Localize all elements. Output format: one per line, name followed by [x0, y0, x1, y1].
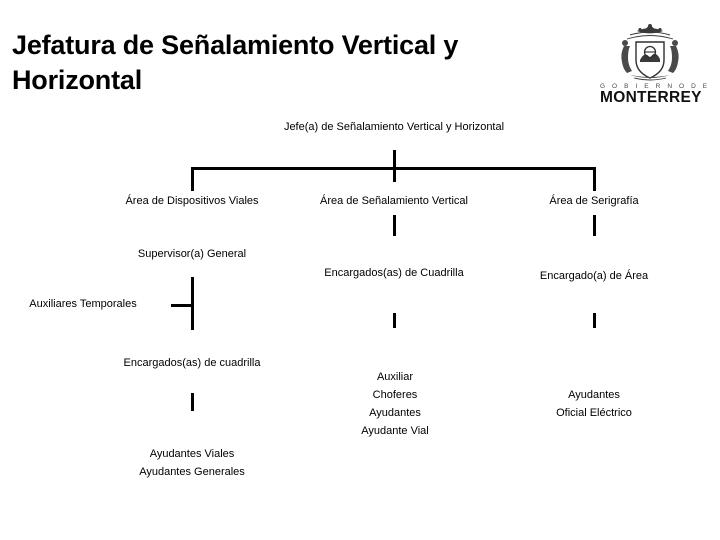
node-auxiliar: Auxiliar: [376, 371, 414, 383]
logo-wordmark: MONTERREY: [600, 89, 702, 106]
coat-of-arms-icon: [621, 24, 679, 81]
monterrey-logo: G O B I E R N O D E MONTERREY: [600, 22, 710, 110]
node-choferes: Choferes: [372, 389, 418, 401]
node-area-serigrafia: Área de Serigrafía: [549, 195, 639, 207]
connector-bracket-bar: [191, 167, 596, 170]
connector-auxiliares-temporales-stub: [171, 304, 192, 307]
node-area-senalamiento-vertical: Área de Señalamiento Vertical: [320, 195, 468, 207]
node-root: Jefe(a) de Señalamiento Vertical y Horiz…: [283, 121, 505, 133]
node-encargados-cuadrilla-izquierda: Encargados(as) de cuadrilla: [123, 357, 261, 369]
node-ayudantes-generales: Ayudantes Generales: [139, 466, 245, 478]
connector-serigrafia-stub: [593, 215, 596, 236]
node-supervisor-general: Supervisor(a) General: [137, 248, 247, 260]
node-ayudantes-viales: Ayudantes Viales: [149, 448, 235, 460]
connector-encargados-cuadrilla-izq-stub: [191, 393, 194, 411]
node-ayudantes-centro: Ayudantes: [369, 407, 421, 419]
node-ayudante-vial: Ayudante Vial: [361, 425, 429, 437]
connector-left-spine: [191, 277, 194, 330]
node-encargado-de-area: Encargado(a) de Área: [539, 270, 649, 282]
connector-senalamiento-stub: [393, 215, 396, 236]
page-title: Jefatura de Señalamiento Vertical y Hori…: [12, 30, 459, 96]
node-ayudantes-derecha: Ayudantes: [568, 389, 620, 401]
node-auxiliares-temporales: Auxiliares Temporales: [29, 298, 137, 310]
connector-cuadrilla-centro-stub: [393, 313, 396, 328]
connector-encargado-area-stub: [593, 313, 596, 328]
node-area-dispositivos-viales: Área de Dispositivos Viales: [125, 195, 259, 207]
logo-subtitle: G O B I E R N O D E: [600, 83, 710, 90]
node-oficial-electrico: Oficial Eléctrico: [556, 407, 632, 419]
connector-bracket-right-drop: [593, 167, 596, 191]
connector-root-drop: [393, 150, 396, 182]
node-encargados-cuadrilla-centro: Encargados(as) de Cuadrilla: [324, 267, 464, 279]
connector-bracket-left-drop: [191, 167, 194, 191]
